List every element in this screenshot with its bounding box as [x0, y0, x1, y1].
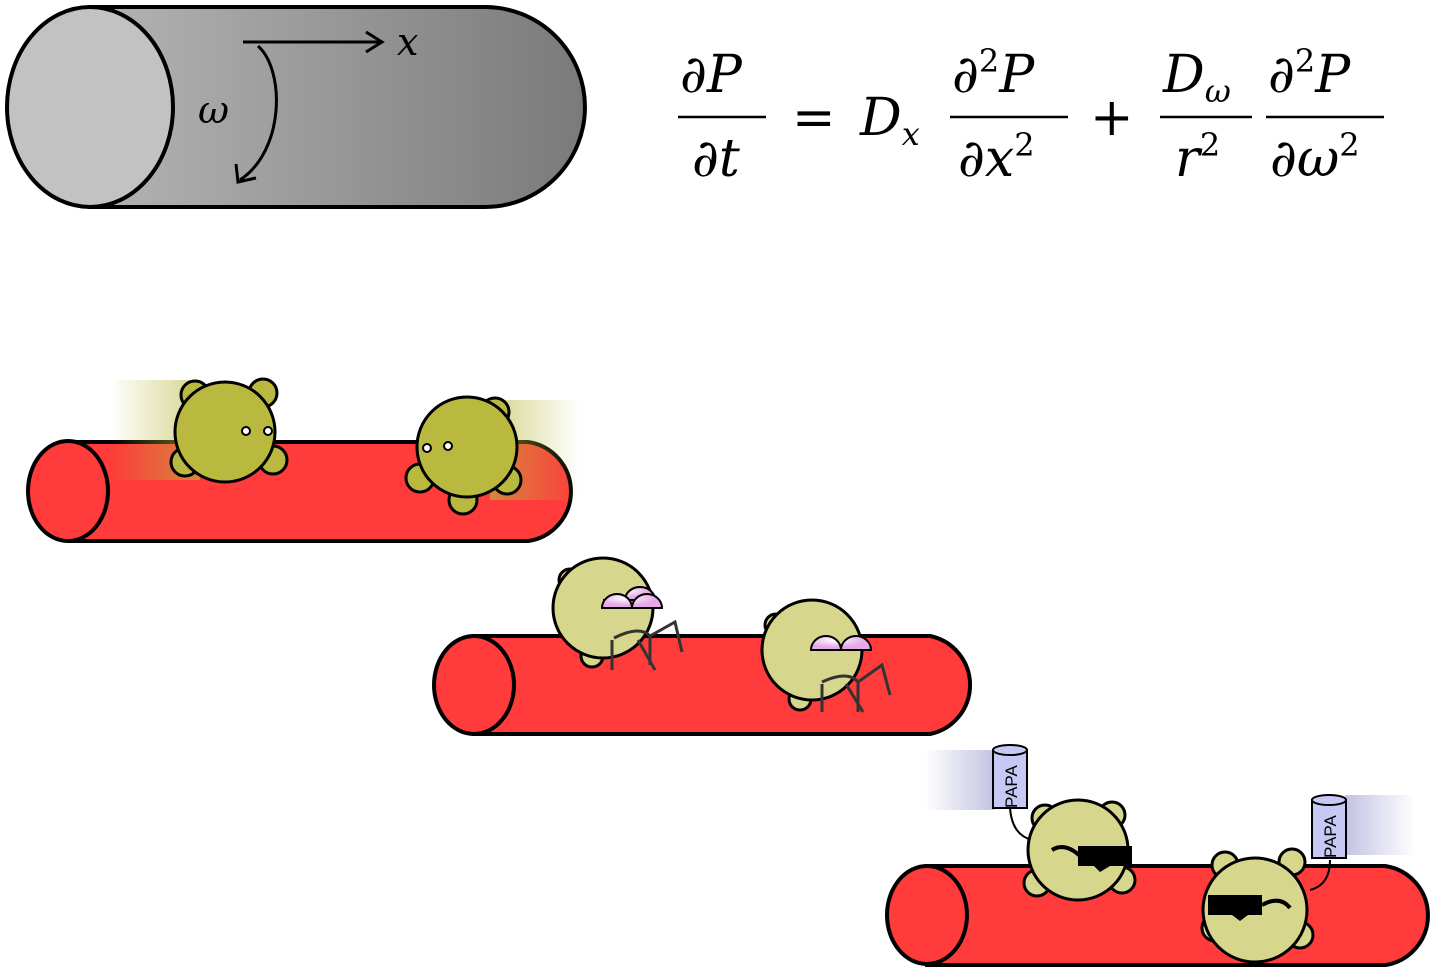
diffusion-equation: ∂P ∂t = Dx ∂2P ∂x2 + Dω r2 ∂2P ∂ω2	[678, 42, 1384, 189]
tube-2	[432, 556, 973, 736]
tube-3: PAPA PAPA	[885, 744, 1430, 967]
gray-cylinder: x ω	[5, 5, 587, 209]
cell-3-with-walker	[551, 556, 684, 671]
equals-sign: =	[792, 88, 836, 148]
tube-1	[26, 377, 580, 543]
cell-5-with-sunglasses: PAPA	[992, 744, 1137, 902]
lhs-numerator: ∂P	[680, 45, 743, 105]
papa-label: PAPA	[1002, 765, 1021, 808]
cell-2	[404, 395, 523, 516]
r-squared: r2	[1175, 126, 1220, 189]
papa-label: PAPA	[1321, 815, 1340, 858]
x-axis-arrow	[243, 30, 385, 54]
motion-blur	[925, 750, 995, 810]
term1-numerator: ∂2P	[952, 42, 1035, 105]
term1-denominator: ∂x2	[958, 126, 1035, 189]
motion-blur	[1345, 795, 1415, 855]
x-label: x	[397, 20, 418, 64]
papa-can-right: PAPA	[1311, 794, 1347, 859]
plus-sign: +	[1090, 88, 1134, 148]
cell-4-with-walker	[760, 598, 892, 713]
cell-1	[169, 377, 289, 484]
term2-numerator: ∂2P	[1268, 42, 1351, 105]
papa-can-left: PAPA	[992, 744, 1028, 809]
dx-coefficient: Dx	[859, 88, 920, 153]
omega-rotation-arrow	[234, 44, 278, 184]
term2-denominator: ∂ω2	[1270, 126, 1360, 189]
lhs-denominator: ∂t	[692, 129, 740, 189]
cell-6-with-sunglasses: PAPA	[1200, 794, 1347, 964]
omega-label: ω	[198, 88, 229, 132]
dw-coefficient: Dω	[1162, 45, 1231, 110]
